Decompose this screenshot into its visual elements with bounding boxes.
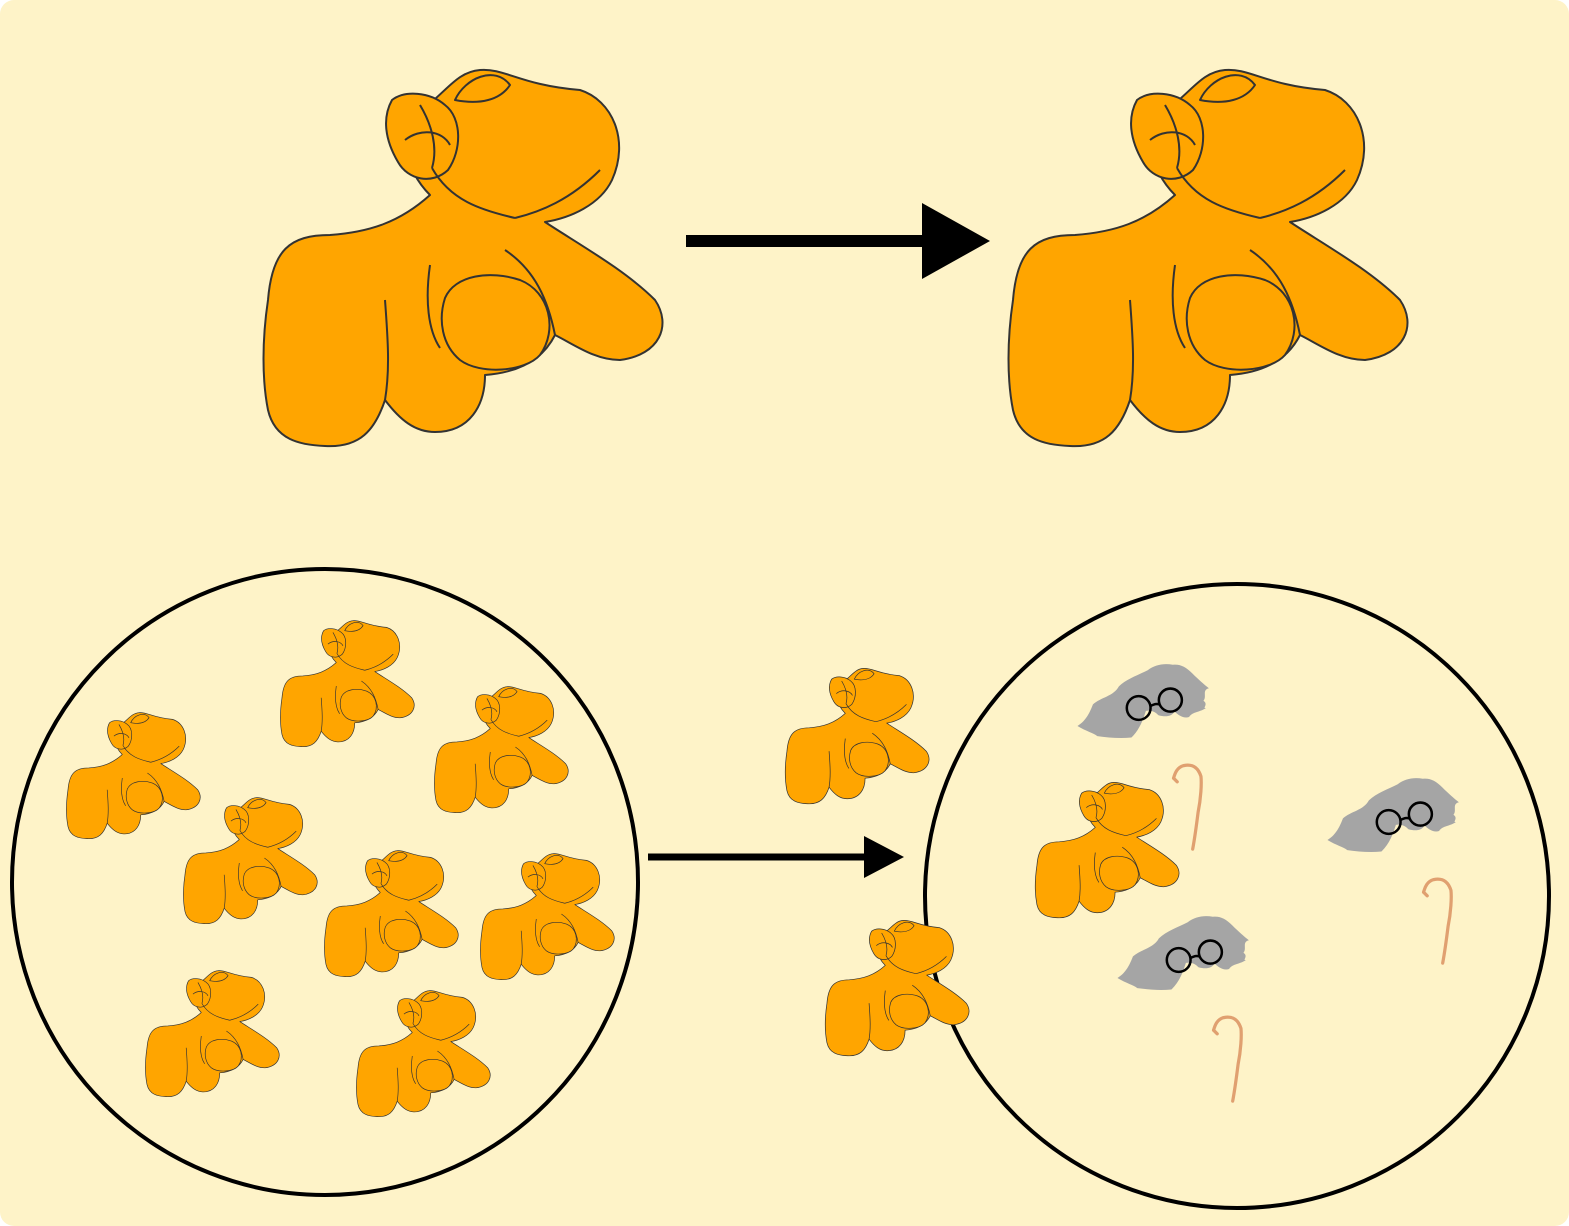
arrow-right-icon <box>686 203 990 279</box>
young-population-circle <box>10 567 640 1197</box>
arrow-right-icon <box>648 836 904 878</box>
aged-population-circle <box>923 582 1551 1210</box>
